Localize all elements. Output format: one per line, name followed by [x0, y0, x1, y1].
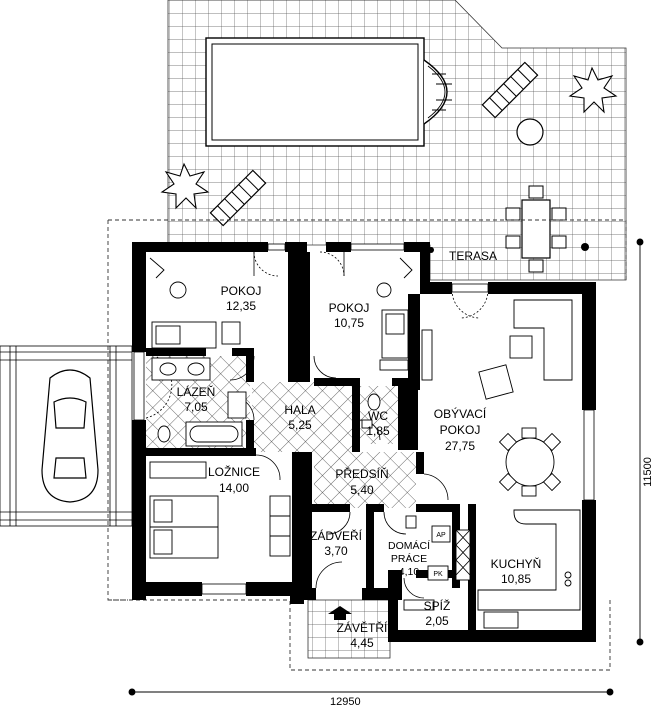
- carport: [0, 345, 133, 527]
- room-area-hala: 5,25: [288, 418, 312, 432]
- plant-icon: [160, 162, 210, 210]
- room-name2-domaci: PRÁCE: [391, 552, 427, 565]
- room-name-zavetri: ZÁVĚTŘÍ: [337, 620, 388, 635]
- entrance-floor: [314, 452, 416, 508]
- room-name-pokoj1: POKOJ: [221, 284, 262, 298]
- terrace-label: TERASA: [449, 249, 497, 263]
- windows: [133, 243, 595, 595]
- room-name-obyvaci: OBÝVACÍ: [434, 406, 487, 421]
- dimension-lines: [128, 238, 644, 696]
- dining-table-terrace: [505, 185, 567, 273]
- dimension-width: 12950: [330, 696, 361, 708]
- hall-floor: [252, 382, 352, 452]
- room-labels: POKOJ 12,35 POKOJ 10,75 LÁZEŇ 7,05 HALA …: [177, 284, 542, 650]
- room-area-loznice: 14,00: [219, 481, 249, 495]
- room-area-obyvaci: 27,75: [445, 439, 475, 453]
- round-table-small: [516, 118, 544, 146]
- room-name-wc: WC: [368, 409, 388, 423]
- room-name2-obyvaci: POKOJ: [440, 423, 481, 437]
- room-area-zadveri: 3,70: [324, 544, 348, 558]
- room-area-domaci: 4,10: [399, 566, 420, 578]
- dimension-depth: 11500: [642, 457, 654, 487]
- room-area-pokoj2: 10,75: [334, 316, 364, 330]
- room-area-lazen: 7,05: [184, 400, 208, 414]
- room-area-predsin: 5,40: [350, 483, 374, 497]
- room-name-pokoj2: POKOJ: [329, 301, 370, 315]
- plant-icon: [568, 66, 618, 114]
- door-swings: [145, 251, 489, 599]
- room-name-loznice: LOŽNICE: [208, 464, 260, 479]
- closet-hatch: [289, 255, 309, 589]
- room-name-spiz: SPÍŽ: [424, 598, 451, 613]
- room-name-zadveri: ZÁDVEŘÍ: [310, 528, 363, 543]
- porch-floor: [307, 599, 391, 659]
- lounger-left: [209, 169, 267, 227]
- appliance-ap-label: AP: [436, 532, 446, 539]
- pool: [205, 37, 452, 147]
- room-name-domaci: DOMÁCÍ: [388, 539, 430, 552]
- room-name-hala: HALA: [284, 403, 315, 417]
- room-area-wc: 1,85: [366, 424, 390, 438]
- appliance-pk-label: PK: [433, 571, 443, 578]
- room-area-spiz: 2,05: [425, 614, 449, 628]
- room-area-pokoj1: 12,35: [226, 299, 256, 313]
- lounger-right: [481, 61, 539, 119]
- furniture: [149, 257, 581, 629]
- column: [581, 243, 589, 251]
- room-name-kuchyn: KUCHYŇ: [491, 556, 542, 571]
- room-name-lazen: LÁZEŇ: [177, 384, 216, 399]
- room-area-kuchyn: 10,85: [501, 572, 531, 586]
- walls: [132, 242, 596, 642]
- room-area-zavetri: 4,45: [350, 636, 374, 650]
- interior-walls: [146, 252, 476, 630]
- room-name-predsin: PŘEDSÍŇ: [335, 466, 388, 481]
- car-icon: [41, 369, 99, 503]
- entrance-arrow-icon: [328, 606, 352, 620]
